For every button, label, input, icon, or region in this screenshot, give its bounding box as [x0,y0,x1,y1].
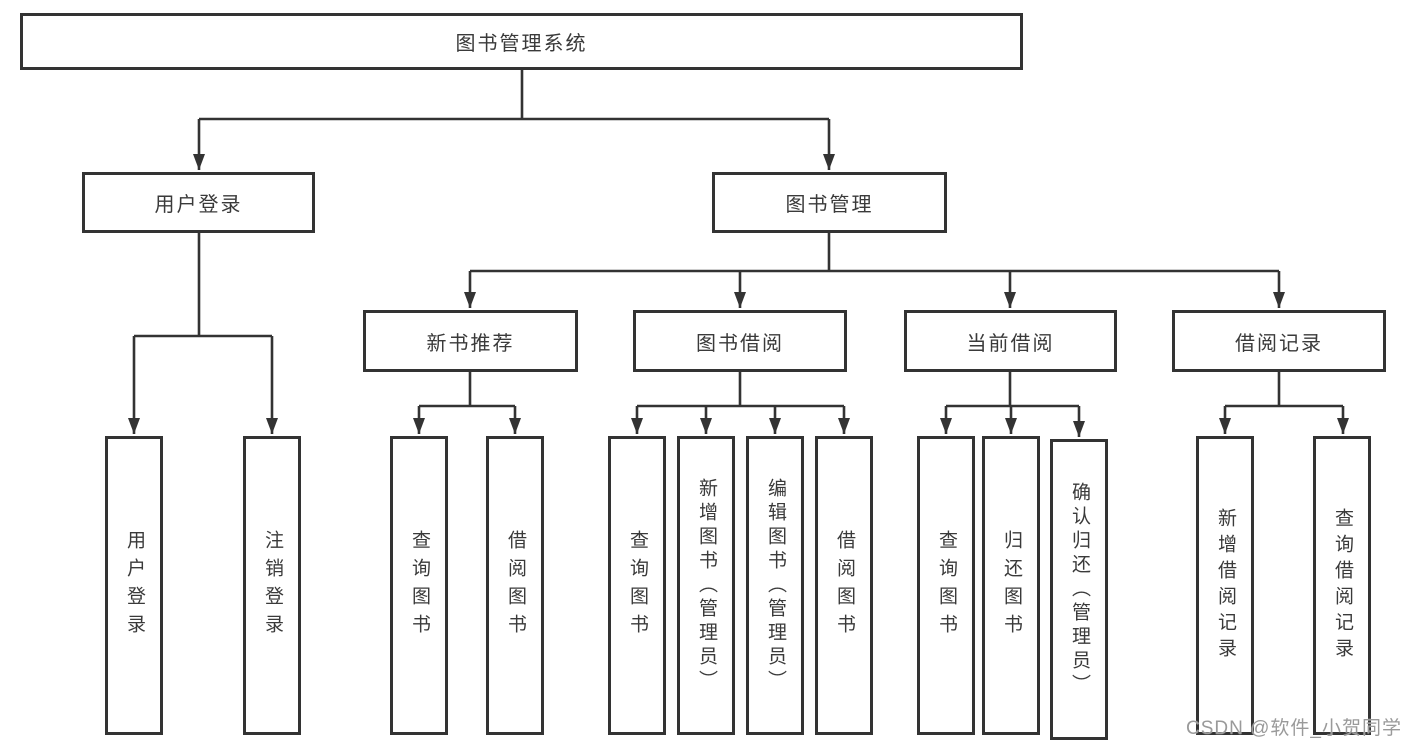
leaf-confirm-return-admin: 确认归还（管理员） [1050,439,1108,740]
leaf-query-books-current: 查询图书 [917,436,975,735]
csdn-watermark: CSDN @软件_小贺同学 [1186,718,1402,739]
leaf-query-borrow-record: 查询借阅记录 [1313,436,1371,735]
leaf-user-login: 用户登录 [105,436,163,735]
leaf-edit-books-admin: 编辑图书（管理员） [746,436,804,735]
leaf-logout: 注销登录 [243,436,301,735]
leaf-borrow-books: 借阅图书 [815,436,873,735]
node-new-book-recommend: 新书推荐 [363,310,578,372]
leaf-add-borrow-record: 新增借阅记录 [1196,436,1254,735]
leaf-borrow-books-recommend: 借阅图书 [486,436,544,735]
node-book-borrow: 图书借阅 [633,310,847,372]
leaf-query-books: 查询图书 [608,436,666,735]
node-user-login: 用户登录 [82,172,315,233]
node-book-management: 图书管理 [712,172,947,233]
node-borrow-records: 借阅记录 [1172,310,1386,372]
leaf-add-books-admin: 新增图书（管理员） [677,436,735,735]
leaf-return-books: 归还图书 [982,436,1040,735]
leaf-query-books-recommend: 查询图书 [390,436,448,735]
node-current-borrow: 当前借阅 [904,310,1117,372]
node-root: 图书管理系统 [20,13,1023,70]
